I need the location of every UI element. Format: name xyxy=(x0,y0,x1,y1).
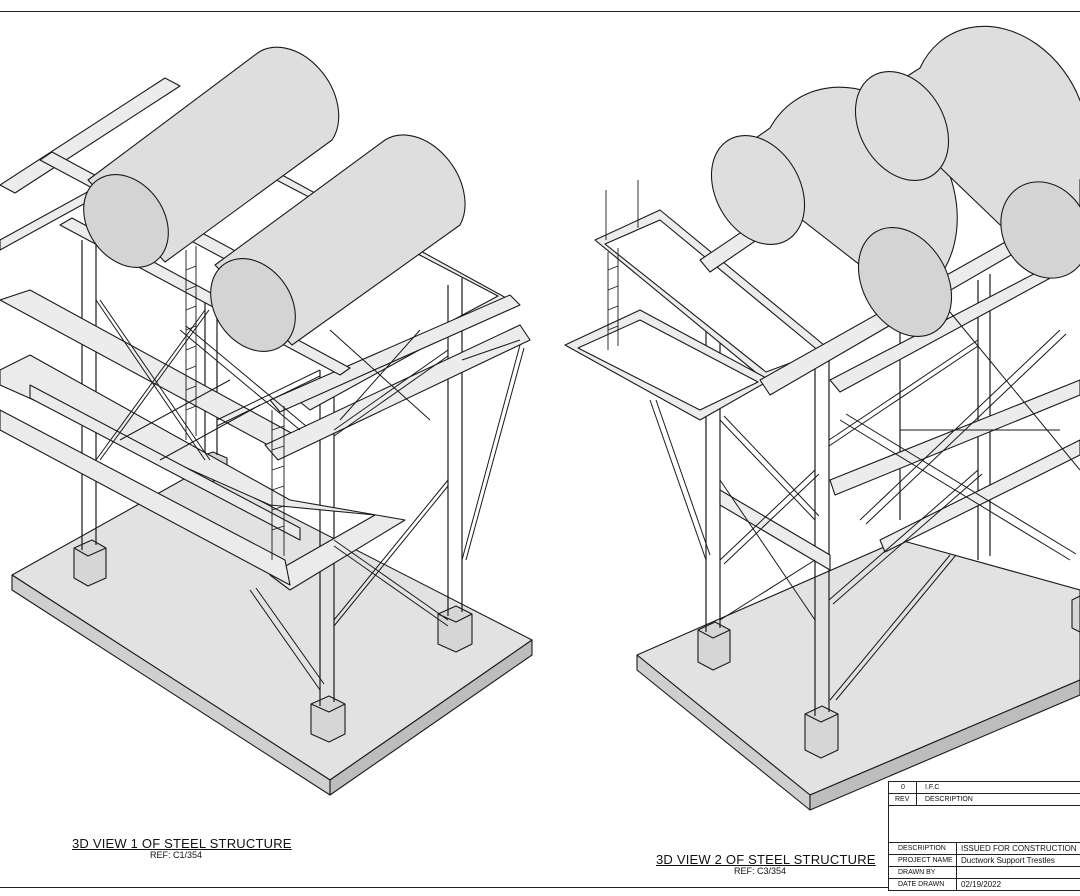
tank-2 xyxy=(210,134,466,352)
project-label: PROJECT NAME xyxy=(898,857,953,864)
steel-structure-view-1 xyxy=(0,46,533,796)
tb-rule xyxy=(889,793,1080,794)
foundation-slab-top xyxy=(636,539,1080,796)
tb-rule xyxy=(889,878,1080,879)
upper-platform xyxy=(564,64,1080,571)
rev-number: 0 xyxy=(901,784,905,791)
project-value: Ductwork Support Trestles xyxy=(961,856,1055,865)
foundation-slab-side-right xyxy=(329,639,533,796)
tb-rule xyxy=(889,805,1080,806)
view-1-title: 3D VIEW 1 OF STEEL STRUCTURE xyxy=(72,836,292,851)
tb-rule xyxy=(889,866,1080,867)
pedestals xyxy=(697,595,1080,759)
lower-platform xyxy=(0,354,406,591)
tb-divider xyxy=(916,782,917,806)
title-block: 0 I.F.C REV DESCRIPTION DESCRIPTION ISSU… xyxy=(888,781,1080,891)
bracing xyxy=(95,299,525,691)
columns xyxy=(81,232,463,706)
steel-structure-view-2 xyxy=(564,25,1080,811)
drawn-by-label: DRAWN BY xyxy=(898,869,936,876)
bracing xyxy=(649,299,1080,701)
tb-rule xyxy=(889,842,1080,843)
rev-header: REV xyxy=(895,796,910,803)
rev-text: I.F.C xyxy=(925,784,940,791)
desc-header: DESCRIPTION xyxy=(925,796,973,803)
date-value: 02/19/2022 xyxy=(961,880,1002,889)
view-1-ref: REF: C1/354 xyxy=(150,850,203,860)
tank-4 xyxy=(854,25,1080,279)
sheet-border-top xyxy=(0,11,1080,12)
date-label: DATE DRAWN xyxy=(898,881,945,888)
description-value: ISSUED FOR CONSTRUCTION xyxy=(961,844,1077,853)
view-2-ref: REF: C3/354 xyxy=(734,866,787,876)
tank-1 xyxy=(83,46,340,268)
sheet-border-bottom xyxy=(0,887,1080,888)
view-2-title: 3D VIEW 2 OF STEEL STRUCTURE xyxy=(656,852,876,867)
ladders xyxy=(185,246,285,560)
tb-rule xyxy=(889,854,1080,855)
description-label: DESCRIPTION xyxy=(898,845,946,852)
